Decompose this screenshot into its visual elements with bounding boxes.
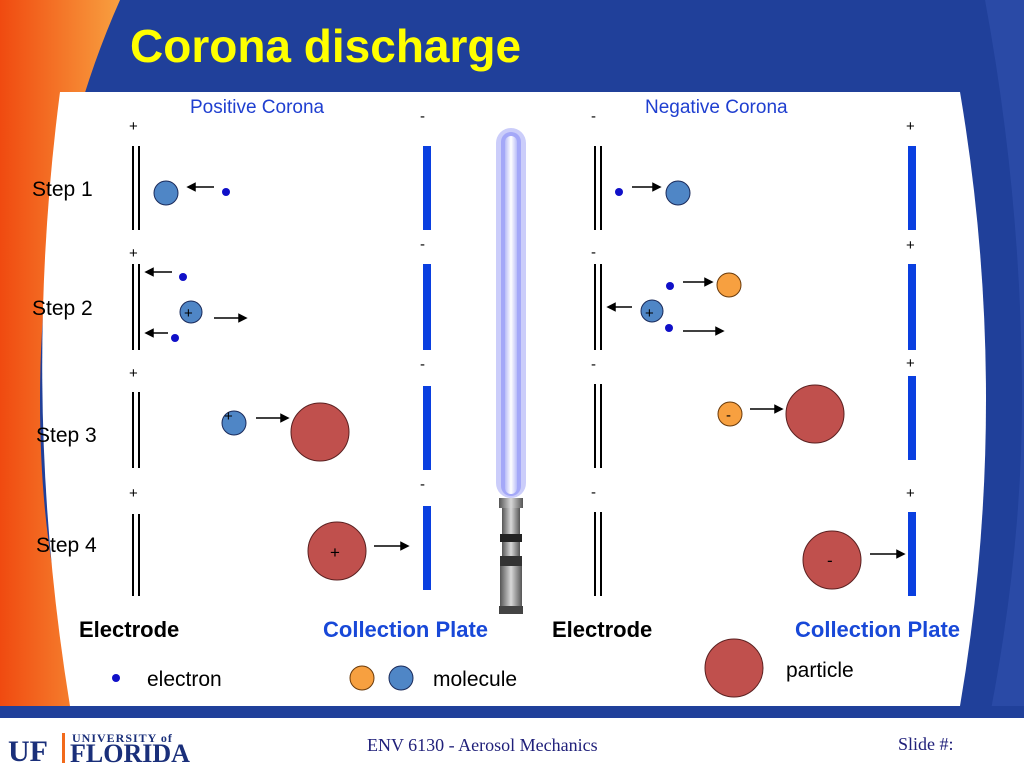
electrode-label-positive: Electrode [79, 617, 179, 642]
electron-pos-step1 [222, 188, 230, 196]
legend-electron-label: electron [147, 668, 222, 691]
positive-electrode-1 [132, 146, 140, 230]
positive-electrode-sign-1: + [129, 118, 138, 135]
negative-plate-sign-2: + [906, 237, 915, 254]
arrow-neg-step3 [750, 404, 784, 414]
negative-plate-sign-1: + [906, 118, 915, 135]
electron-neg-step2-bottom [665, 324, 673, 332]
page-title: Corona discharge [130, 20, 521, 72]
footer-divider [0, 706, 1024, 718]
particle-neg-step3 [785, 384, 845, 444]
negative-plate-1 [908, 146, 916, 230]
particle-pos-step3 [290, 402, 350, 462]
step-label-2: Step 2 [32, 297, 93, 320]
positive-plate-sign-1: - [420, 108, 425, 125]
footer-bar [0, 718, 1024, 768]
positive-electrode-sign-4: + [129, 485, 138, 502]
positive-corona-label: Positive Corona [190, 97, 325, 118]
electron-pos-step2-top [179, 273, 187, 281]
negative-plate-2 [908, 264, 916, 350]
ion-neg-step3-sign: - [726, 407, 731, 424]
particle-pos-step4-sign: + [330, 543, 340, 562]
uf-logo-mark: UF [8, 735, 48, 768]
electron-neg-step2-top [666, 282, 674, 290]
footer-slide-number: Slide #: [898, 734, 954, 754]
negative-electrode-sign-4: - [591, 484, 596, 501]
positive-plate-1 [423, 146, 431, 230]
uf-logo: UF UNIVERSITY of FLORIDA [8, 731, 190, 768]
molecule-neg-step1 [665, 180, 691, 206]
particle-pos-step4 [307, 521, 367, 581]
uf-logo-florida: FLORIDA [70, 739, 190, 768]
legend-molecule-blue-symbol [388, 665, 414, 691]
electrode-label-negative: Electrode [552, 617, 652, 642]
positive-electrode-3 [132, 392, 140, 468]
particle-neg-step4 [802, 530, 862, 590]
arrow-neg-step1 [632, 182, 662, 192]
negative-electrode-2 [594, 264, 602, 350]
arrow-pos-step3 [256, 413, 290, 423]
positive-plate-2 [423, 264, 431, 350]
footer-course: ENV 6130 - Aerosol Mechanics [367, 735, 598, 755]
molecule-pos-step1 [153, 180, 179, 206]
step-label-4: Step 4 [36, 534, 97, 557]
ion-pos-step3 [221, 410, 247, 436]
right-accent [985, 0, 1024, 740]
positive-electrode-2 [132, 264, 140, 350]
ion-pos-step3-sign: + [224, 408, 233, 425]
positive-plate-4 [423, 506, 431, 590]
positive-plate-sign-3: - [420, 356, 425, 373]
arrow-neg-step4 [870, 549, 906, 559]
arrow-neg-step2-bottom [683, 326, 725, 336]
negative-electrode-4 [594, 512, 602, 596]
collection-plate-label-negative: Collection Plate [795, 617, 960, 642]
positive-plate-sign-2: - [420, 236, 425, 253]
arrow-pos-step4 [374, 541, 410, 551]
legend-electron-symbol [112, 674, 120, 682]
negative-plate-sign-3: + [906, 355, 915, 372]
ion-neg-step2 [640, 299, 664, 323]
ion-pos-step2-sign: + [184, 305, 193, 322]
ion-neg-step2-sign: + [645, 305, 654, 322]
electron-pos-step2-bottom [171, 334, 179, 342]
ion-orange-neg-step3 [717, 401, 743, 427]
negative-electrode-1 [594, 146, 602, 230]
legend-particle-label: particle [786, 659, 854, 682]
arrow-neg-step2-top [683, 277, 714, 287]
positive-plate-3 [423, 386, 431, 470]
arrow-pos-step2-top [144, 267, 172, 277]
uf-logo-university-of: UNIVERSITY of [72, 731, 173, 745]
positive-electrode-4 [132, 514, 140, 596]
positive-electrode-sign-3: + [129, 365, 138, 382]
step-label-1: Step 1 [32, 178, 93, 201]
positive-plate-sign-4: - [420, 476, 425, 493]
arrow-pos-step2-bottom [144, 328, 168, 338]
legend-particle-symbol [704, 638, 764, 698]
left-orange-accent [0, 0, 120, 740]
negative-electrode-sign-2: - [591, 244, 596, 261]
legend-molecule-label: molecule [433, 668, 517, 691]
arrow-pos-step2-right [214, 313, 248, 323]
negative-electrode-3 [594, 384, 602, 468]
step-label-3: Step 3 [36, 424, 97, 447]
legend-molecule-orange-symbol [349, 665, 375, 691]
collection-plate-label-positive: Collection Plate [323, 617, 488, 642]
negative-electrode-sign-3: - [591, 356, 596, 373]
negative-plate-4 [908, 512, 916, 596]
negative-electrode-sign-1: - [591, 108, 596, 125]
negative-plate-3 [908, 376, 916, 460]
arrow-neg-step2-left [606, 302, 632, 312]
negative-corona-label: Negative Corona [645, 97, 788, 118]
electron-neg-step1 [615, 188, 623, 196]
ion-pos-step2 [179, 300, 203, 324]
positive-electrode-sign-2: + [129, 245, 138, 262]
particle-neg-step4-sign: - [827, 551, 833, 570]
lightsaber-divider [496, 128, 526, 614]
arrow-pos-step1 [186, 182, 214, 192]
molecule-orange-neg-step2 [716, 272, 742, 298]
negative-plate-sign-4: + [906, 485, 915, 502]
